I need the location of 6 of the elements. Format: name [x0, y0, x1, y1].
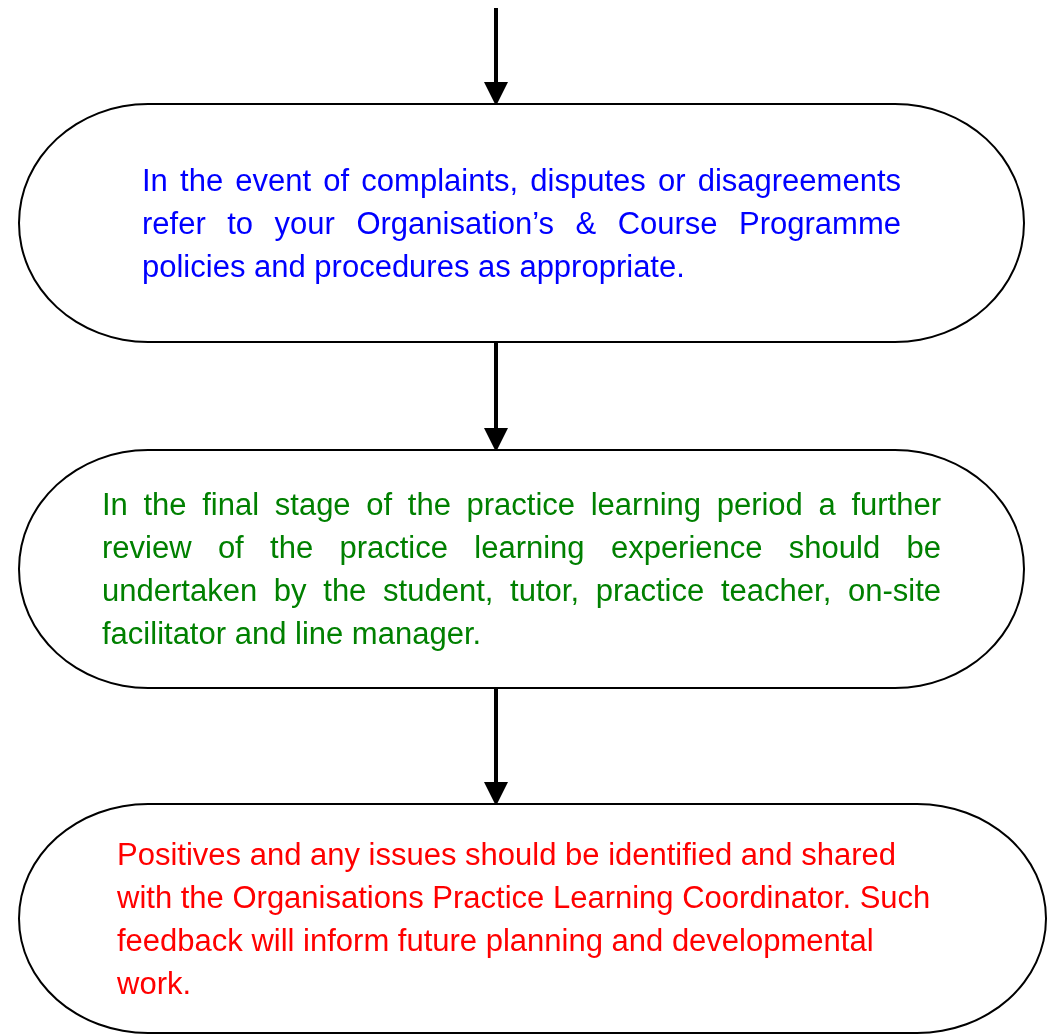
arrow [484, 689, 508, 806]
step-text: In the event of complaints, disputes or disagreements refer to your Organisation’s & Course Programme policies and procedures as appropriate. [142, 161, 901, 286]
arrow [484, 343, 508, 452]
arrow [484, 8, 508, 106]
step-text: Positives and any issues should be identified and shared with the Organisations Practice Learning Coordinator. Such feedback will inform future planning and developmental work. [117, 835, 932, 1003]
step-text: In the final stage of the practice learning period a further review of the practice learning experience should be undertaken by the student, tutor, practice teacher, on-site facilitator and line manager. [102, 486, 941, 653]
